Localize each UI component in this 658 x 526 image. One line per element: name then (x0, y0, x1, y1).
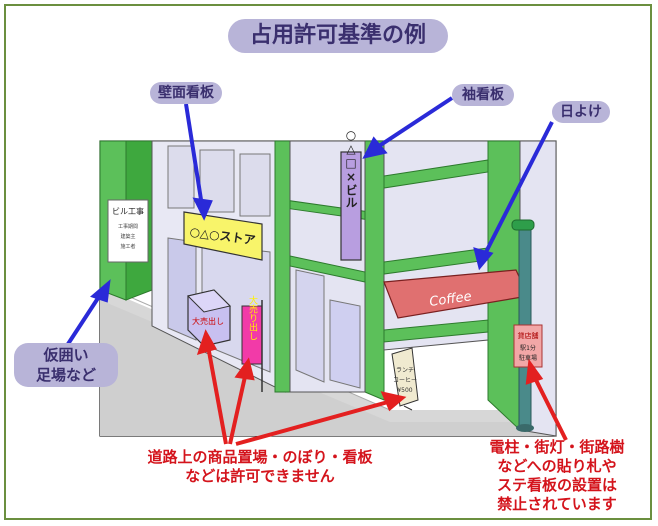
nobori-text: 大売り出し (247, 294, 258, 340)
note-pole-line1: 電柱・街灯・街路樹 (489, 438, 625, 456)
svg-text:¥500: ¥500 (397, 387, 412, 394)
label-projecting-sign: 袖看板 (452, 84, 514, 106)
construction-notice (107, 199, 149, 263)
note-road-line1: 道路上の商品置場・のぼり・看板 (147, 448, 373, 466)
note-pole-line2: などへの貼り札や (497, 457, 617, 475)
svg-text:ランチ: ランチ (396, 367, 414, 374)
awning-text: Coffee (428, 289, 472, 310)
label-wall-sign: 壁面看板 (150, 82, 222, 104)
projecting-sign (340, 151, 362, 261)
note-pole-flyers: 電柱・街灯・街路樹 などへの貼り札や ステ看板の設置は 禁止されています (462, 438, 652, 514)
pole-flyer (513, 324, 543, 368)
construction-notice-title: ビル工事 (112, 206, 144, 216)
label-scaffolding: 仮囲い 足場など (14, 343, 118, 387)
note-road-line2: などは許可できません (185, 467, 335, 485)
label-scaffolding-line2: 足場など (35, 366, 96, 384)
red-arrows (196, 329, 568, 446)
note-road-goods: 道路上の商品置場・のぼり・看板 などは許可できません (110, 448, 410, 486)
label-awning: 日よけ (552, 101, 610, 123)
svg-text:建築主: 建築主 (120, 233, 135, 240)
label-scaffolding-line1: 仮囲い (43, 346, 89, 364)
svg-text:駅1分: 駅1分 (520, 344, 536, 352)
note-pole-line4: 禁止されています (497, 495, 617, 513)
a-frame-sign (391, 347, 419, 407)
svg-text:貸店舗: 貸店舗 (518, 331, 539, 340)
svg-text:施工者: 施工者 (120, 243, 135, 250)
svg-text:工事期間: 工事期間 (118, 223, 138, 230)
projecting-sign-text: ○△□×ビル (344, 128, 358, 208)
svg-text:コーヒー: コーヒー (393, 377, 417, 384)
page-title: 占用許可基準の例 (228, 19, 448, 53)
svg-text:駐車場: 駐車場 (519, 354, 537, 362)
blue-arrows (66, 96, 554, 346)
goods-display-text: 大売出し (192, 316, 224, 326)
note-pole-line3: ステ看板の設置は (496, 476, 617, 494)
wall-sign (183, 211, 263, 261)
